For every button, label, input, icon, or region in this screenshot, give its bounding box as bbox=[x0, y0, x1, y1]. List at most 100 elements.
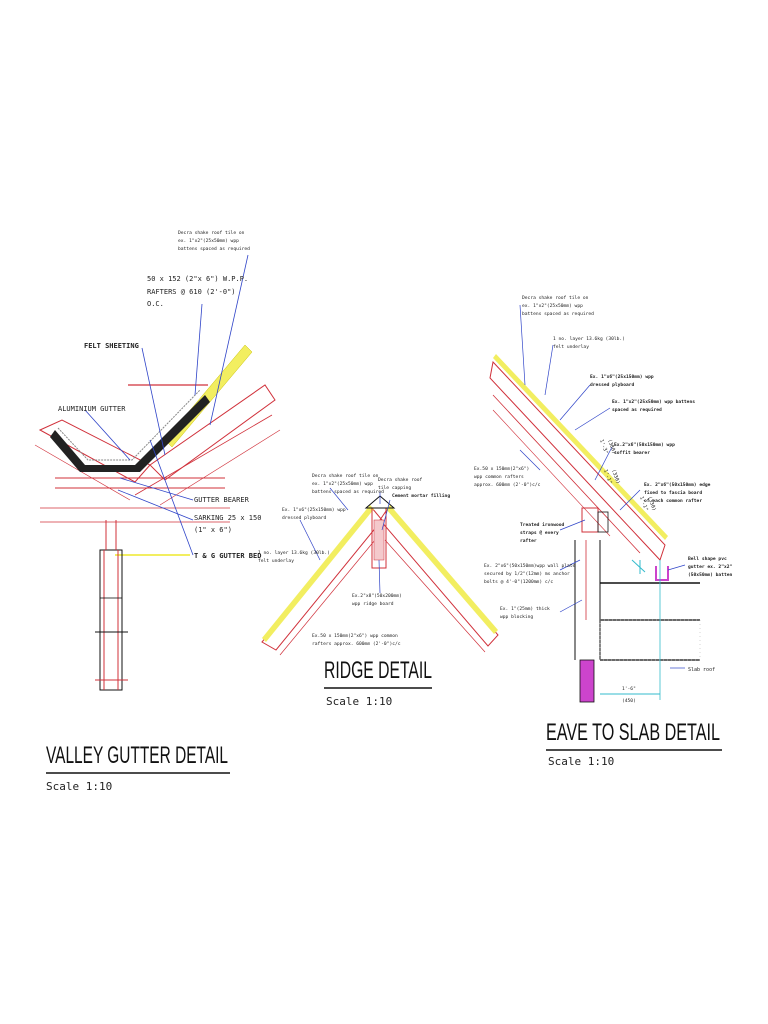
eave-label-plyboard: Ex. 1"x6"(25x150mm) wpp bbox=[590, 374, 654, 380]
eave-to-slab-detail: Decra shake roof tile on ex. 1"x2"(25x50… bbox=[474, 295, 732, 768]
eave-dim-overhang: (450) bbox=[622, 698, 636, 704]
valley-label-felt: FELT SHEETING bbox=[84, 342, 139, 350]
eave-label-bracket: Treated ironwood bbox=[520, 522, 564, 528]
eave-leader bbox=[519, 304, 526, 386]
ridge-rafter-line bbox=[384, 539, 486, 653]
ridge-scale: Scale 1:10 bbox=[326, 695, 392, 708]
eave-leader bbox=[574, 407, 611, 431]
eave-dim-slope: 1'-3" bbox=[598, 439, 609, 455]
eave-label-roof-tile: battens spaced as required bbox=[522, 311, 594, 317]
eave-label-battens: Ex. 1"x2"(25x50mm) wpp battens bbox=[612, 399, 695, 405]
eave-label-fascia: fixed to fascia board bbox=[644, 490, 702, 496]
valley-label-roof-tile: Decra shake roof tile on bbox=[178, 230, 245, 236]
valley-leader bbox=[194, 303, 203, 396]
eave-title: EAVE TO SLAB DETAIL bbox=[546, 719, 720, 746]
eave-label-soffit: soffit bearer bbox=[614, 450, 650, 456]
eave-scale: Scale 1:10 bbox=[548, 755, 614, 768]
eave-label-rafters: approx. 600mm (2'-0")c/c bbox=[474, 482, 541, 488]
valley-leader bbox=[84, 409, 131, 461]
eave-slab-concrete bbox=[599, 619, 701, 661]
ridge-leader bbox=[378, 559, 381, 594]
eave-leader bbox=[667, 564, 686, 571]
valley-label-rafters: 50 x 152 (2"x 6") W.P.P. bbox=[147, 275, 248, 283]
eave-dim-slope: (330) bbox=[610, 469, 621, 485]
eave-label-soffit: Ex.2"x6"(50x150mm) wpp bbox=[614, 442, 675, 448]
eave-dim-overhang: 1'-6" bbox=[622, 686, 636, 692]
ridge-capping bbox=[364, 495, 396, 509]
ridge-label-plywood: Ex. 1"x6"(25x150mm) wpp bbox=[282, 507, 346, 513]
valley-leader bbox=[119, 477, 194, 501]
ridge-rafter-line bbox=[279, 539, 376, 656]
valley-gutter-lining bbox=[57, 389, 201, 461]
ridge-right-tile-strip bbox=[386, 505, 498, 634]
ridge-label-roof-tile: battens spaced as required bbox=[312, 489, 384, 495]
eave-leader bbox=[619, 489, 641, 511]
ridge-label-ridge-board: Ex.2"x8"(50x200mm) bbox=[352, 593, 402, 599]
eave-label-felt: 1 no. layer 13.6kg (30lb.) bbox=[553, 336, 625, 342]
valley-scale: Scale 1:10 bbox=[46, 780, 112, 793]
ridge-left-rafter bbox=[261, 507, 383, 651]
valley-label-tg-bed: T & G GUTTER BED bbox=[194, 552, 261, 560]
eave-post bbox=[579, 659, 595, 703]
ridge-label-felt: 1 no. layer 13.6kg (30lb.) bbox=[258, 550, 330, 556]
ridge-label-ridge-board: wpp ridge board bbox=[352, 601, 394, 607]
eave-label-felt: felt underlay bbox=[553, 344, 589, 350]
valley-leader bbox=[209, 254, 249, 426]
eave-label-bracket: straps @ every bbox=[520, 530, 559, 536]
ridge-label-plywood: dressed plyboard bbox=[282, 515, 326, 521]
eave-dim-slope: (330) bbox=[646, 496, 657, 512]
valley-title: VALLEY GUTTER DETAIL bbox=[46, 742, 228, 769]
valley-label-sarking: SARKING 25 x 150 bbox=[194, 514, 261, 522]
ridge-right-rafter bbox=[379, 507, 499, 647]
eave-leader bbox=[559, 599, 583, 613]
ridge-label-rafters: rafters approx. 600mm (2'-0")c/c bbox=[312, 641, 401, 647]
eave-label-slab: Slab roof bbox=[688, 667, 715, 673]
ridge-mortar bbox=[373, 519, 385, 561]
valley-label-roof-tile: ex. 1"x2"(25x50mm) wpp bbox=[178, 238, 239, 244]
eave-pvc-gutter bbox=[655, 566, 669, 581]
valley-label-bearer: GUTTER BEARER bbox=[194, 496, 250, 504]
eave-label-gutter: Bell shape pvc bbox=[688, 556, 727, 562]
eave-soffit-bearer bbox=[597, 511, 609, 533]
valley-leader bbox=[141, 347, 166, 456]
valley-leader bbox=[149, 439, 194, 556]
eave-label-blocking: Ex. 1"(25mm) thick bbox=[500, 606, 550, 612]
eave-leader bbox=[594, 446, 613, 481]
eave-label-rafters: wpp common rafters bbox=[474, 474, 524, 480]
eave-leader bbox=[559, 519, 586, 531]
valley-label-rafters: RAFTERS @ 610 (2'-0") bbox=[147, 288, 236, 296]
valley-post-block bbox=[99, 597, 123, 633]
eave-rafter-line bbox=[492, 409, 611, 537]
valley-label-roof-tile: battens spaced as required bbox=[178, 246, 250, 252]
eave-label-wallplate: bolts @ 4'-0"(1200mm) c/c bbox=[484, 579, 553, 585]
eave-dim-slope: 1'-1" bbox=[602, 469, 613, 485]
eave-dim-slope: (380) bbox=[606, 439, 617, 455]
eave-label-roof-tile: ex. 1"x2"(25x50mm) wpp bbox=[522, 303, 583, 309]
ridge-leader bbox=[381, 499, 391, 531]
ridge-label-felt: felt underlay bbox=[258, 558, 294, 564]
valley-post bbox=[99, 549, 123, 691]
valley-right-rafter bbox=[149, 384, 276, 481]
eave-leader bbox=[544, 344, 554, 396]
valley-label-aluminium: ALUMINIUM GUTTER bbox=[58, 405, 126, 413]
eave-label-gutter: (50x50mm) batten bbox=[688, 572, 732, 578]
eave-dim-slope: 1'-1" bbox=[638, 496, 649, 512]
eave-label-wallplate: secured by 1/2"(12mm) ms anchor bbox=[484, 571, 570, 577]
ridge-left-tile-strip bbox=[262, 505, 374, 642]
eave-rafter-line bbox=[492, 394, 641, 554]
eave-rafter bbox=[489, 360, 666, 561]
eave-label-fascia: of each common rafter bbox=[644, 498, 702, 504]
ridge-label-roof-tile: Decra shake roof tile on bbox=[312, 473, 379, 479]
valley-rafter-line bbox=[134, 414, 273, 496]
ridge-label-ridge-tile: Decra shake roof bbox=[378, 477, 422, 483]
valley-rafter-line bbox=[159, 429, 281, 506]
ridge-title: RIDGE DETAIL bbox=[324, 657, 432, 684]
eave-label-plyboard: dressed plyboard bbox=[590, 382, 634, 388]
ridge-label-ridge-tile: tile capping bbox=[378, 485, 411, 491]
valley-label-rafters: O.C. bbox=[147, 300, 164, 308]
ridge-leader bbox=[299, 519, 321, 561]
valley-leader bbox=[117, 489, 194, 521]
eave-label-fascia: Ex. 2"x6"(50x150mm) edge bbox=[644, 482, 711, 488]
eave-label-bracket: rafter bbox=[520, 538, 537, 544]
